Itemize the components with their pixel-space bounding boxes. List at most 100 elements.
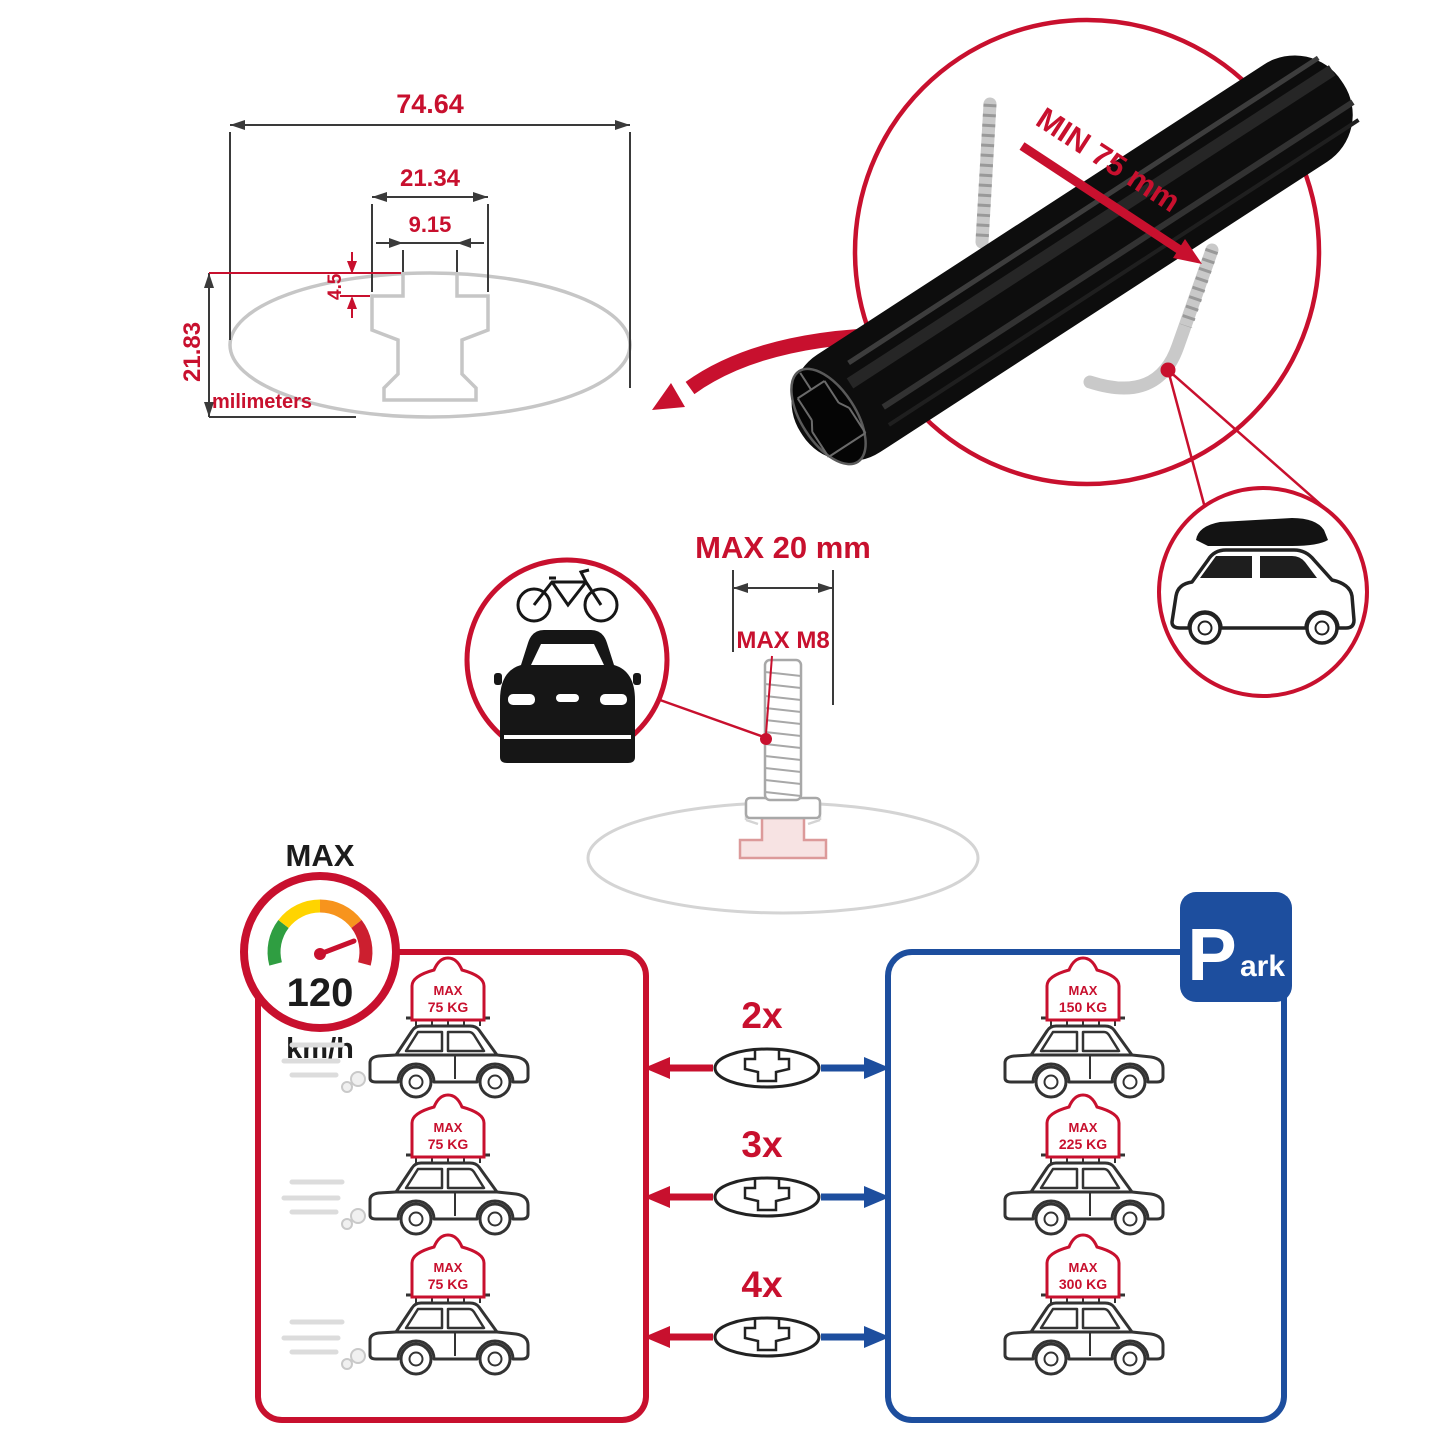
- svg-text:75 KG: 75 KG: [428, 1136, 469, 1152]
- suv-wheel: [1305, 611, 1339, 645]
- park-sign-letter: P: [1187, 913, 1236, 996]
- dim-slot-opening-lines: [376, 242, 484, 272]
- dim-total-width-value: 74.64: [396, 89, 464, 119]
- park-sign-suffix: ark: [1240, 950, 1285, 983]
- dim-total-height-lines: [208, 273, 356, 418]
- capacity-row-2: 3x: [644, 1124, 890, 1218]
- dim-slot-opening-value: 9.15: [409, 212, 452, 237]
- u-bolt-lower-threads: [1179, 247, 1219, 329]
- dim-arrowhead: [372, 192, 387, 202]
- dim-arrowhead: [230, 120, 245, 130]
- dim-slot-outer-value: 21.34: [400, 165, 461, 192]
- driving-load-tag-3: MAX 75 KG: [410, 1233, 486, 1299]
- crossbar-highlight-3: [887, 118, 1360, 427]
- bolt-threaded-rod: [763, 658, 803, 802]
- car-mirror-left: [494, 673, 502, 685]
- u-bolt-upper-rod: [975, 97, 997, 249]
- dim-arrowhead: [615, 120, 630, 130]
- bar-t-slot-profile: [370, 274, 490, 402]
- dim-total-width-lines: [229, 124, 631, 388]
- svg-text:MAX: MAX: [434, 1120, 463, 1135]
- svg-text:MAX: MAX: [1069, 983, 1098, 998]
- dim-arrowhead: [204, 402, 214, 417]
- parked-cars: MAX 150 KG MAX 225 KG MAX 300 KG: [1003, 956, 1165, 1376]
- capacity-row-3: 4x: [644, 1264, 890, 1358]
- parked-load-tag-3: MAX 300 KG: [1045, 1233, 1121, 1299]
- bolt-max-length-label: MAX 20 mm: [695, 530, 871, 565]
- gauge-needle: [317, 938, 357, 957]
- thread-dot: [760, 733, 772, 745]
- leader-to-bolt: [659, 698, 765, 739]
- crossbar-profile-icon: [713, 1176, 821, 1218]
- dim-arrowhead: [473, 192, 488, 202]
- suv-windows: [1200, 556, 1317, 578]
- car-grille: [556, 694, 579, 702]
- svg-text:MAX: MAX: [434, 1260, 463, 1275]
- bicycle-icon: [516, 568, 619, 623]
- capacity-row-1: 2x: [644, 995, 890, 1089]
- park-sign-plate: [1180, 892, 1292, 1002]
- bolt-threads: [764, 671, 802, 797]
- dim-arrowhead: [457, 238, 471, 248]
- crossbar-product-render: [790, 55, 1360, 466]
- leader-to-suv-left: [1166, 369, 1207, 509]
- svg-text:225 KG: 225 KG: [1059, 1136, 1107, 1152]
- t-bolt-insert: [738, 816, 828, 860]
- speed-value: 120: [287, 971, 354, 1015]
- leader-to-suv-right: [1167, 369, 1336, 518]
- crossbar-highlight-1: [847, 55, 1320, 366]
- car-mirror-right: [633, 673, 641, 685]
- dim-arrowhead: [733, 583, 748, 593]
- dim-lip-depth-value: 4.5: [325, 273, 346, 300]
- svg-text:75 KG: 75 KG: [428, 1276, 469, 1292]
- driving-load-tag-2: MAX 75 KG: [410, 1093, 486, 1159]
- gauge-needle-hub: [314, 948, 326, 960]
- cross-section-dimension-drawing: 74.64 21.34 9.15 4.5: [179, 89, 632, 419]
- crossbar-groove: [846, 65, 1336, 389]
- min-clearance-arrowhead: [1173, 239, 1202, 264]
- driving-cars: MAX 75 KG MAX 75 KG MAX 75 KG: [284, 956, 530, 1376]
- bolt-spec-diagram: MAX 20 mm MAX M8: [586, 530, 980, 915]
- blue-arrowhead: [864, 1057, 890, 1079]
- svg-text:MAX: MAX: [434, 983, 463, 998]
- dim-unit-label: milimeters: [212, 391, 312, 413]
- dim-arrowhead: [204, 273, 214, 288]
- roofbox-suv-callout: [1157, 486, 1369, 698]
- svg-text:150 KG: 150 KG: [1059, 999, 1107, 1015]
- car-headlight-right: [600, 694, 627, 705]
- svg-text:MAX: MAX: [1069, 1260, 1098, 1275]
- red-arrowhead: [644, 1326, 670, 1348]
- dim-slot-outer-lines: [371, 196, 489, 292]
- dim-arrowhead: [389, 238, 403, 248]
- dim-total-height-value: 21.83: [179, 322, 206, 382]
- crossbar-highlight-2: [881, 99, 1355, 410]
- thread-leader-line: [765, 655, 773, 735]
- clamp-detail-callout: MIN 75 mm: [652, 17, 1360, 518]
- speed-max-label: MAX: [286, 838, 355, 873]
- blue-arrowhead: [864, 1186, 890, 1208]
- parked-load-tag-1: MAX 150 KG: [1045, 956, 1121, 1022]
- red-arrowhead: [644, 1057, 670, 1079]
- parked-load-tag-2: MAX 225 KG: [1045, 1093, 1121, 1159]
- park-sign: P ark: [1180, 892, 1292, 1002]
- speed-limit-gauge: MAX 120 km/h: [240, 838, 400, 1065]
- crossbar-end-profile: [796, 372, 867, 458]
- suv-wheel: [1188, 611, 1222, 645]
- svg-text:MAX: MAX: [1069, 1120, 1098, 1135]
- car-windshield: [531, 644, 604, 665]
- red-arrowhead: [644, 1186, 670, 1208]
- svg-text:300 KG: 300 KG: [1059, 1276, 1107, 1292]
- crossbar-end-cap: [790, 367, 867, 466]
- gauge-arc: [267, 899, 373, 966]
- bolt-dim-lines: [732, 570, 834, 705]
- min-clearance-arrow: [1019, 142, 1183, 254]
- bolt-max-thread-label: MAX M8: [736, 627, 829, 654]
- crossbar-body: [791, 55, 1353, 462]
- suv-wheel-hub: [1314, 620, 1330, 636]
- dim-arrowhead: [818, 583, 833, 593]
- dim-arrowhead: [347, 261, 357, 274]
- driving-load-tag-1: MAX 75 KG: [410, 956, 486, 1022]
- multiplier-label: 4x: [741, 1264, 783, 1305]
